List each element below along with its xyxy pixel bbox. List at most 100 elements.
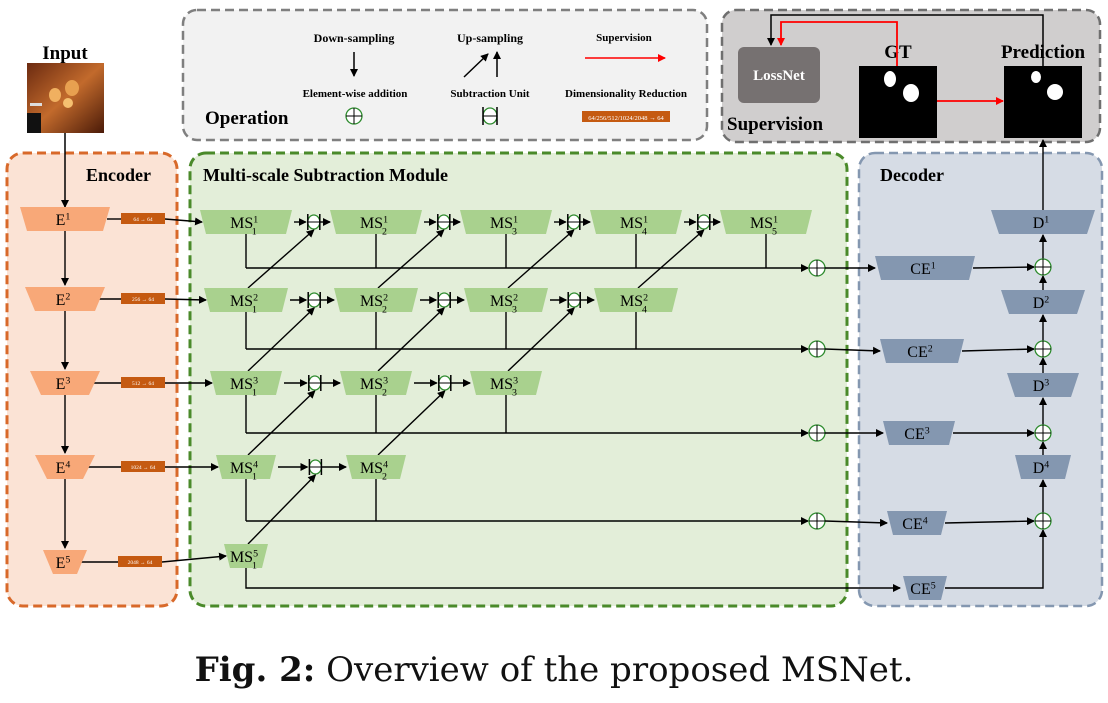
subtraction-unit — [437, 292, 451, 308]
connector — [945, 529, 1047, 589]
decoder-title: Decoder — [880, 165, 944, 185]
subtraction-unit — [308, 459, 323, 475]
connector — [164, 295, 207, 304]
reduction-label: 2048 → 64 — [128, 560, 153, 566]
svg-text:Subtraction Unit: Subtraction Unit — [450, 88, 529, 100]
svg-text:Dimensionality Reduction: Dimensionality Reduction — [565, 88, 687, 100]
operation-panel — [181, 8, 709, 142]
decoder-d-4: D4 — [1015, 455, 1071, 479]
d-label: D3 — [1033, 377, 1050, 395]
legend-dimred: Dimensionality Reduction 64/256/512/1024… — [565, 88, 687, 122]
encoder-block-e4: E4 — [35, 455, 95, 479]
connector — [164, 217, 203, 226]
legend-supervision: Supervision — [585, 32, 666, 62]
prediction-mask — [1004, 66, 1082, 138]
decoder-ce-4: CE4 — [887, 511, 947, 535]
addition-node — [1034, 512, 1052, 530]
d-label: D1 — [1033, 214, 1050, 232]
msnet-diagram: Operation Supervision Encoder Multi-scal… — [5, 8, 1104, 608]
subtraction-unit — [308, 375, 322, 391]
reduction-box-4: 1024 → 64 — [121, 461, 165, 472]
caption-label: Fig. 2: — [194, 650, 316, 690]
ce-label: CE5 — [910, 580, 935, 598]
input-label: Input — [42, 43, 88, 64]
encoder-block-e2: E2 — [25, 287, 105, 311]
connector — [247, 390, 316, 456]
subtraction-unit — [567, 292, 581, 308]
connector — [245, 568, 901, 592]
reduction-label: 256 → 64 — [132, 297, 154, 303]
reduction-box-5: 2048 → 64 — [118, 556, 162, 567]
connector — [377, 307, 445, 372]
decoder-ce-2: CE2 — [880, 339, 964, 363]
subtraction-unit — [567, 214, 581, 230]
gt-label: GT — [884, 42, 912, 63]
d-label: D4 — [1033, 459, 1050, 477]
connector — [247, 307, 315, 372]
connector — [507, 307, 575, 372]
addition-node — [1034, 340, 1052, 358]
addition-node — [808, 512, 826, 530]
ce-label: CE2 — [907, 343, 932, 361]
operation-title: Operation — [205, 108, 289, 129]
ce-label: CE4 — [902, 515, 927, 533]
reduction-box-2: 256 → 64 — [121, 293, 165, 304]
connector — [637, 229, 705, 289]
addition-node — [808, 424, 826, 442]
supervision-title: Supervision — [727, 114, 824, 135]
connector — [944, 517, 1035, 526]
decoder-d-1: D1 — [991, 210, 1095, 234]
encoder-label: E5 — [56, 554, 71, 572]
connector — [972, 263, 1035, 272]
encoder-title: Encoder — [86, 165, 151, 185]
encoder-block-e1: E1 — [20, 207, 110, 231]
legend-add: Element-wise addition — [303, 88, 408, 125]
subtraction-unit — [438, 375, 452, 391]
connector — [377, 390, 446, 456]
svg-text:Supervision: Supervision — [596, 32, 652, 44]
ce-label: CE3 — [904, 425, 929, 443]
connector — [161, 552, 227, 563]
legend-down: Down-sampling — [314, 31, 395, 77]
connector — [247, 474, 317, 545]
addition-node — [808, 340, 826, 358]
input-image — [27, 63, 104, 133]
caption-text: Overview of the proposed MSNet. — [326, 650, 914, 690]
subtraction-unit — [307, 214, 321, 230]
subtraction-unit — [307, 292, 321, 308]
svg-text:64/256/512/1024/2048 → 64: 64/256/512/1024/2048 → 64 — [588, 115, 664, 122]
msm-title: Multi-scale Subtraction Module — [203, 165, 448, 185]
encoder-block-e5: E5 — [43, 550, 87, 574]
ce-label: CE1 — [910, 260, 935, 278]
legend-subtraction: Subtraction Unit — [450, 88, 530, 125]
svg-text:Up-sampling: Up-sampling — [457, 31, 523, 45]
svg-text:Element-wise addition: Element-wise addition — [303, 88, 408, 100]
encoder-label: E4 — [56, 459, 71, 477]
decoder-d-2: D2 — [1001, 290, 1085, 314]
encoder-label: E1 — [56, 211, 71, 229]
subtraction-unit — [697, 214, 711, 230]
svg-text:Down-sampling: Down-sampling — [314, 31, 395, 45]
